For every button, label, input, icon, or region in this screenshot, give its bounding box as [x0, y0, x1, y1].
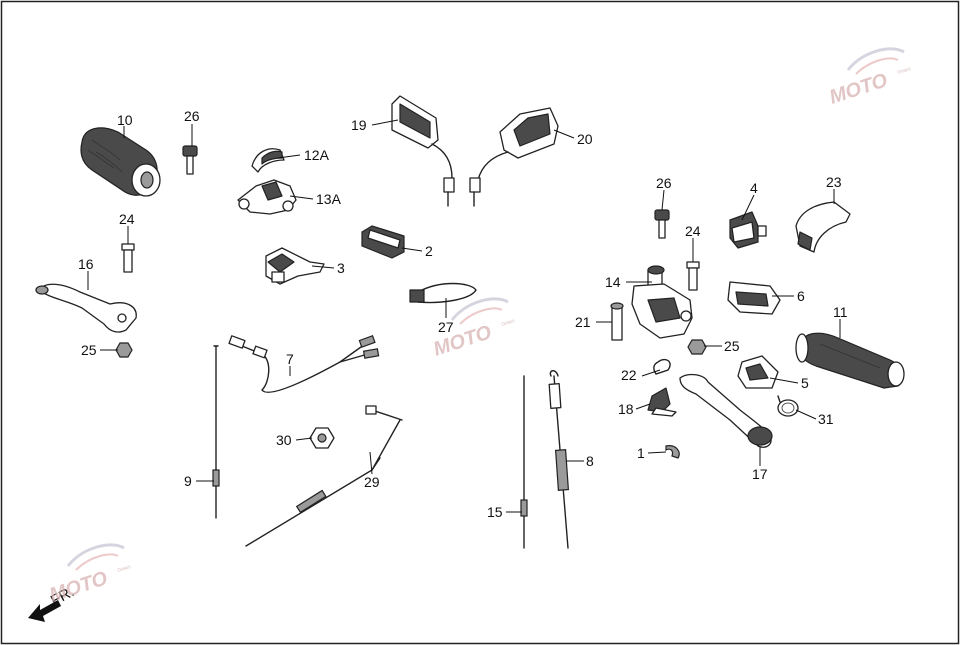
callout-13a: 13A: [316, 191, 342, 207]
part-31-spring: [777, 395, 799, 417]
callout-21: 21: [575, 314, 591, 330]
callout-12a: 12A: [304, 147, 330, 163]
part-bolt-26-left: [182, 145, 198, 175]
callout-22: 22: [621, 367, 637, 383]
part-5-switch: [737, 355, 779, 389]
callout-labels: 10 26 12A 13A 19 20 26 4 23 24 2 24 16 3…: [78, 108, 848, 520]
callout-4: 4: [750, 180, 758, 196]
part-bolt-26-right: [654, 209, 670, 239]
callout-8: 8: [586, 453, 594, 469]
part-14-master-cylinder: [631, 265, 693, 339]
callout-5: 5: [801, 375, 809, 391]
callout-18: 18: [618, 401, 634, 417]
callout-29: 29: [364, 474, 380, 490]
part-left-mirror: [391, 95, 455, 207]
callout-30: 30: [276, 432, 292, 448]
part-bolt-24-left: [121, 243, 135, 273]
part-4-switch: [729, 211, 767, 249]
part-22-clip: [653, 358, 671, 375]
part-27-cable-tie: [409, 282, 477, 304]
part-7-cable: [228, 335, 380, 393]
part-2-switch: [361, 225, 405, 259]
part-right-grip: [795, 332, 905, 389]
watermark-subtext: Gears: [897, 66, 912, 76]
part-8-cable: [548, 370, 570, 549]
callout-19: 19: [351, 117, 367, 133]
callout-27: 27: [438, 319, 454, 335]
watermark-subtext: Gears: [117, 564, 132, 574]
part-13a-clamp: [237, 179, 297, 215]
part-30-nut: [309, 427, 335, 449]
part-3-switch: [265, 247, 325, 285]
part-1-clip: [665, 445, 680, 459]
callout-15: 15: [487, 504, 503, 520]
callout-26: 26: [656, 175, 672, 191]
front-arrow-icon: [28, 600, 61, 622]
callout-6: 6: [797, 288, 805, 304]
callout-2: 2: [425, 243, 433, 259]
part-6-switch: [727, 281, 781, 315]
callout-24: 24: [119, 211, 135, 227]
callout-24: 24: [685, 223, 701, 239]
callout-26: 26: [184, 108, 200, 124]
callout-1: 1: [637, 445, 645, 461]
callout-23: 23: [826, 174, 842, 190]
part-left-grip: [80, 127, 161, 197]
part-15-rod: [520, 375, 528, 549]
callout-25: 25: [81, 342, 97, 358]
part-bolt-24-right: [686, 261, 700, 291]
callout-7: 7: [286, 351, 294, 367]
watermark-subtext: Gears: [501, 318, 516, 328]
callout-14: 14: [605, 274, 621, 290]
part-9-rod: [212, 345, 220, 519]
callout-9: 9: [184, 473, 192, 489]
leader-lines: [87, 119, 841, 513]
callout-17: 17: [752, 466, 768, 482]
part-nut-25-right: [687, 339, 707, 355]
part-right-mirror: [469, 107, 559, 207]
callout-3: 3: [337, 260, 345, 276]
callout-10: 10: [117, 112, 133, 128]
callout-11: 11: [833, 304, 848, 320]
part-21-bolt: [610, 302, 624, 341]
callout-31: 31: [818, 411, 834, 427]
part-12a-cap: [251, 148, 285, 173]
callout-25: 25: [724, 338, 740, 354]
callout-16: 16: [78, 256, 94, 272]
callout-20: 20: [577, 131, 593, 147]
part-18-holder: [647, 387, 677, 417]
part-left-lever: [35, 283, 137, 333]
part-right-lever: [679, 373, 773, 448]
part-23-cover: [795, 201, 851, 253]
part-nut-25-left: [115, 342, 133, 358]
